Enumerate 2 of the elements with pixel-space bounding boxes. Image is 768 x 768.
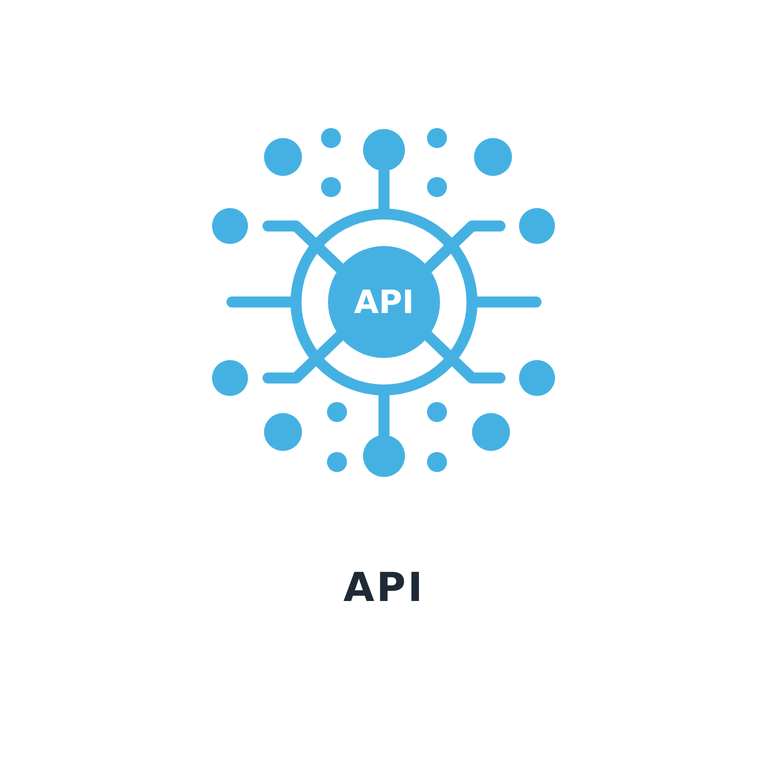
node-label: API [354,283,414,321]
caption: API [343,565,425,611]
